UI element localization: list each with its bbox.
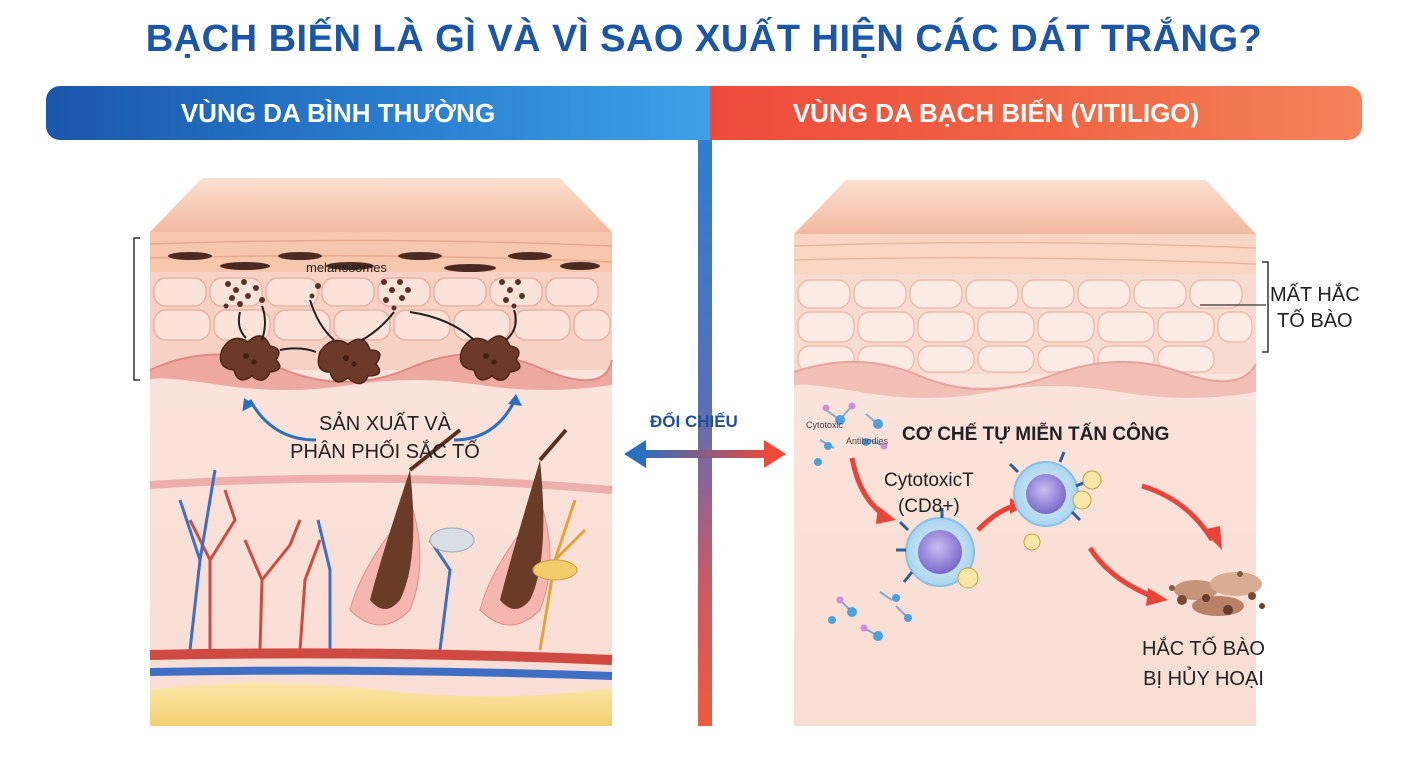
production-label-line1: SẢN XUẤT VÀ — [319, 413, 451, 435]
melanocytes — [219, 335, 521, 385]
center-divider — [698, 140, 712, 726]
arteries — [188, 489, 322, 651]
autoimmune-mechanism-label: CƠ CHẾ TỰ MIỄN TẤN CÔNG — [902, 424, 1170, 445]
hair-follicles — [349, 428, 578, 626]
right-skin-block — [793, 180, 1269, 726]
small-label-cytotoxic: Cytotoxic — [806, 420, 844, 430]
t-cell-label-line1: CytotoxicT — [884, 470, 974, 491]
melanosome-arrows — [237, 299, 517, 353]
header-normal-skin-label: VÙNG DA BÌNH THƯỜNG — [180, 97, 496, 128]
melanosome-clusters — [223, 279, 525, 311]
compare-label: ĐỐI CHIẾU — [650, 412, 738, 431]
left-fat-layer — [150, 683, 612, 726]
header-normal-skin: VÙNG DA BÌNH THƯỜNG — [46, 86, 710, 140]
header-vitiligo-skin: VÙNG DA BẠCH BIẾN (VITILIGO) — [710, 86, 1362, 140]
production-label-line2: PHÂN PHỐI SẮC TỐ — [290, 441, 480, 463]
cytotoxic-t-cell-1 — [896, 508, 979, 589]
left-bracket — [133, 237, 140, 381]
melanosomes-label: melanosomes — [306, 260, 387, 275]
cytotoxic-t-cell-2 — [1008, 451, 1102, 551]
t-cell-label-line2: (CD8+) — [897, 496, 960, 517]
veins — [178, 469, 452, 651]
right-bracket — [1262, 261, 1269, 353]
small-label-antibodies: Antibodies — [846, 436, 889, 446]
header-vitiligo-skin-label: VÙNG DA BẠCH BIẾN (VITILIGO) — [792, 97, 1200, 128]
production-label: SẢN XUẤT VÀ PHÂN PHỐI SẮC TỐ — [270, 410, 500, 466]
melanocyte-loss-label: MẤT HẮC TỐ BÀO — [1270, 282, 1360, 334]
right-skin-surface — [794, 180, 1256, 234]
destroyed-label-line1: HẮC TỐ BÀO — [1142, 638, 1265, 660]
left-skin-block — [133, 178, 613, 726]
melanin-streaks — [168, 252, 600, 272]
compare-double-arrow — [624, 440, 786, 468]
page-title: BẠCH BIẾN LÀ GÌ VÀ VÌ SAO XUẤT HIỆN CÁC … — [145, 18, 1263, 60]
left-skin-surface — [150, 178, 612, 232]
destroyed-melanocytes-label: HẮC TỐ BÀO BỊ HỦY HOẠI — [1142, 634, 1265, 694]
destroyed-melanocytes — [1169, 571, 1265, 616]
t-cell-label: CytotoxicT (CD8+) — [884, 468, 974, 520]
right-keratinocytes — [797, 279, 1253, 373]
melanocyte-loss-line1: MẤT HẮC — [1270, 284, 1360, 306]
destroyed-label-line2: BỊ HỦY HOẠI — [1143, 668, 1264, 690]
melanocyte-loss-line2: TỐ BÀO — [1277, 310, 1353, 332]
